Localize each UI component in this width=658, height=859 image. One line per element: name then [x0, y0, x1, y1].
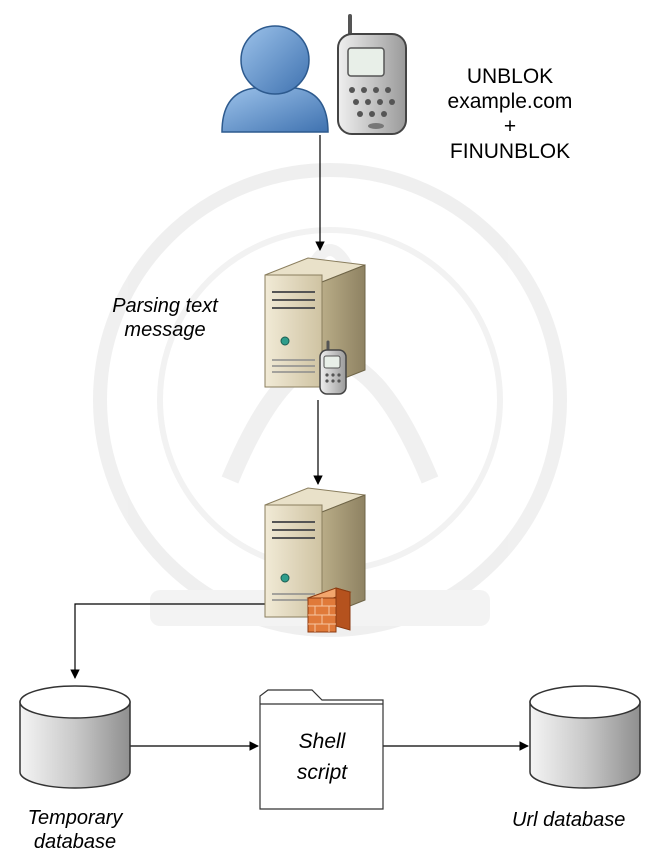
sms-command-text: UNBLOK example.com + FINUNBLOK: [440, 64, 580, 164]
sms-gateway-server-icon: [264, 257, 366, 388]
sms-command-line-1: UNBLOK: [466, 65, 554, 88]
temporary-database-label: Temporary database: [0, 806, 150, 854]
parsing-label: Parsing text message: [95, 294, 235, 342]
server-phone-badge-icon: [319, 340, 347, 395]
shell-script-folder-icon: [259, 689, 384, 810]
mobile-phone-icon: [337, 14, 407, 135]
parsing-label-line-1: Parsing text: [112, 295, 218, 317]
url-database-label: Url database: [512, 809, 626, 831]
user-icon: [221, 25, 329, 133]
shell-script-line-1: Shell: [298, 730, 346, 753]
arrow-server-to-temporary-db: [70, 603, 270, 679]
firewall-icon: [306, 587, 352, 633]
temporary-database-icon: [19, 685, 131, 789]
temporary-database-line-2: database: [33, 831, 117, 853]
parsing-label-line-2: message: [124, 319, 206, 341]
sms-command-line-2: example.com: [447, 90, 573, 113]
temporary-database-line-1: Temporary: [27, 807, 123, 829]
url-database-icon: [529, 685, 641, 789]
shell-script-label: Shell script: [262, 726, 382, 788]
sms-command-line-3: +: [503, 115, 517, 138]
sms-command-line-4: FINUNBLOK: [449, 140, 571, 163]
shell-script-line-2: script: [296, 761, 348, 784]
